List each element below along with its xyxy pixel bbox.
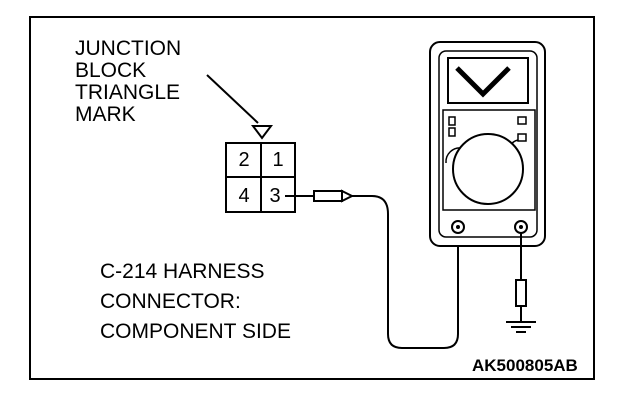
volt-symbol-icon bbox=[455, 66, 511, 98]
junction-triangle-mark bbox=[251, 125, 273, 140]
pin-3-label: 3 bbox=[269, 185, 281, 207]
harness-connector bbox=[225, 142, 296, 213]
figure-code: AK500805AB bbox=[472, 356, 578, 375]
junction-label-line-4: MARK bbox=[75, 103, 136, 126]
figure-frame bbox=[29, 16, 595, 380]
selector-dial bbox=[452, 133, 524, 205]
pin-4-label: 4 bbox=[238, 185, 250, 207]
junction-label-line-1: JUNCTION bbox=[75, 37, 182, 60]
probe-lead-wire bbox=[352, 195, 459, 349]
voltmeter bbox=[429, 41, 546, 247]
harness-label-line-3: COMPONENT SIDE bbox=[100, 320, 291, 343]
harness-label-line-1: C-214 HARNESS bbox=[100, 260, 265, 283]
harness-label-line-2: CONNECTOR: bbox=[100, 290, 241, 313]
ground-lead bbox=[515, 233, 527, 322]
junction-label-line-2: BLOCK bbox=[75, 59, 147, 82]
junction-label-line-3: TRIANGLE bbox=[75, 81, 181, 104]
pin-2-label: 2 bbox=[238, 149, 250, 171]
test-probe bbox=[285, 189, 355, 203]
meter-display bbox=[447, 57, 529, 104]
pin-1-label: 1 bbox=[272, 149, 284, 171]
leader-line bbox=[206, 74, 259, 124]
ground-icon bbox=[506, 321, 536, 333]
